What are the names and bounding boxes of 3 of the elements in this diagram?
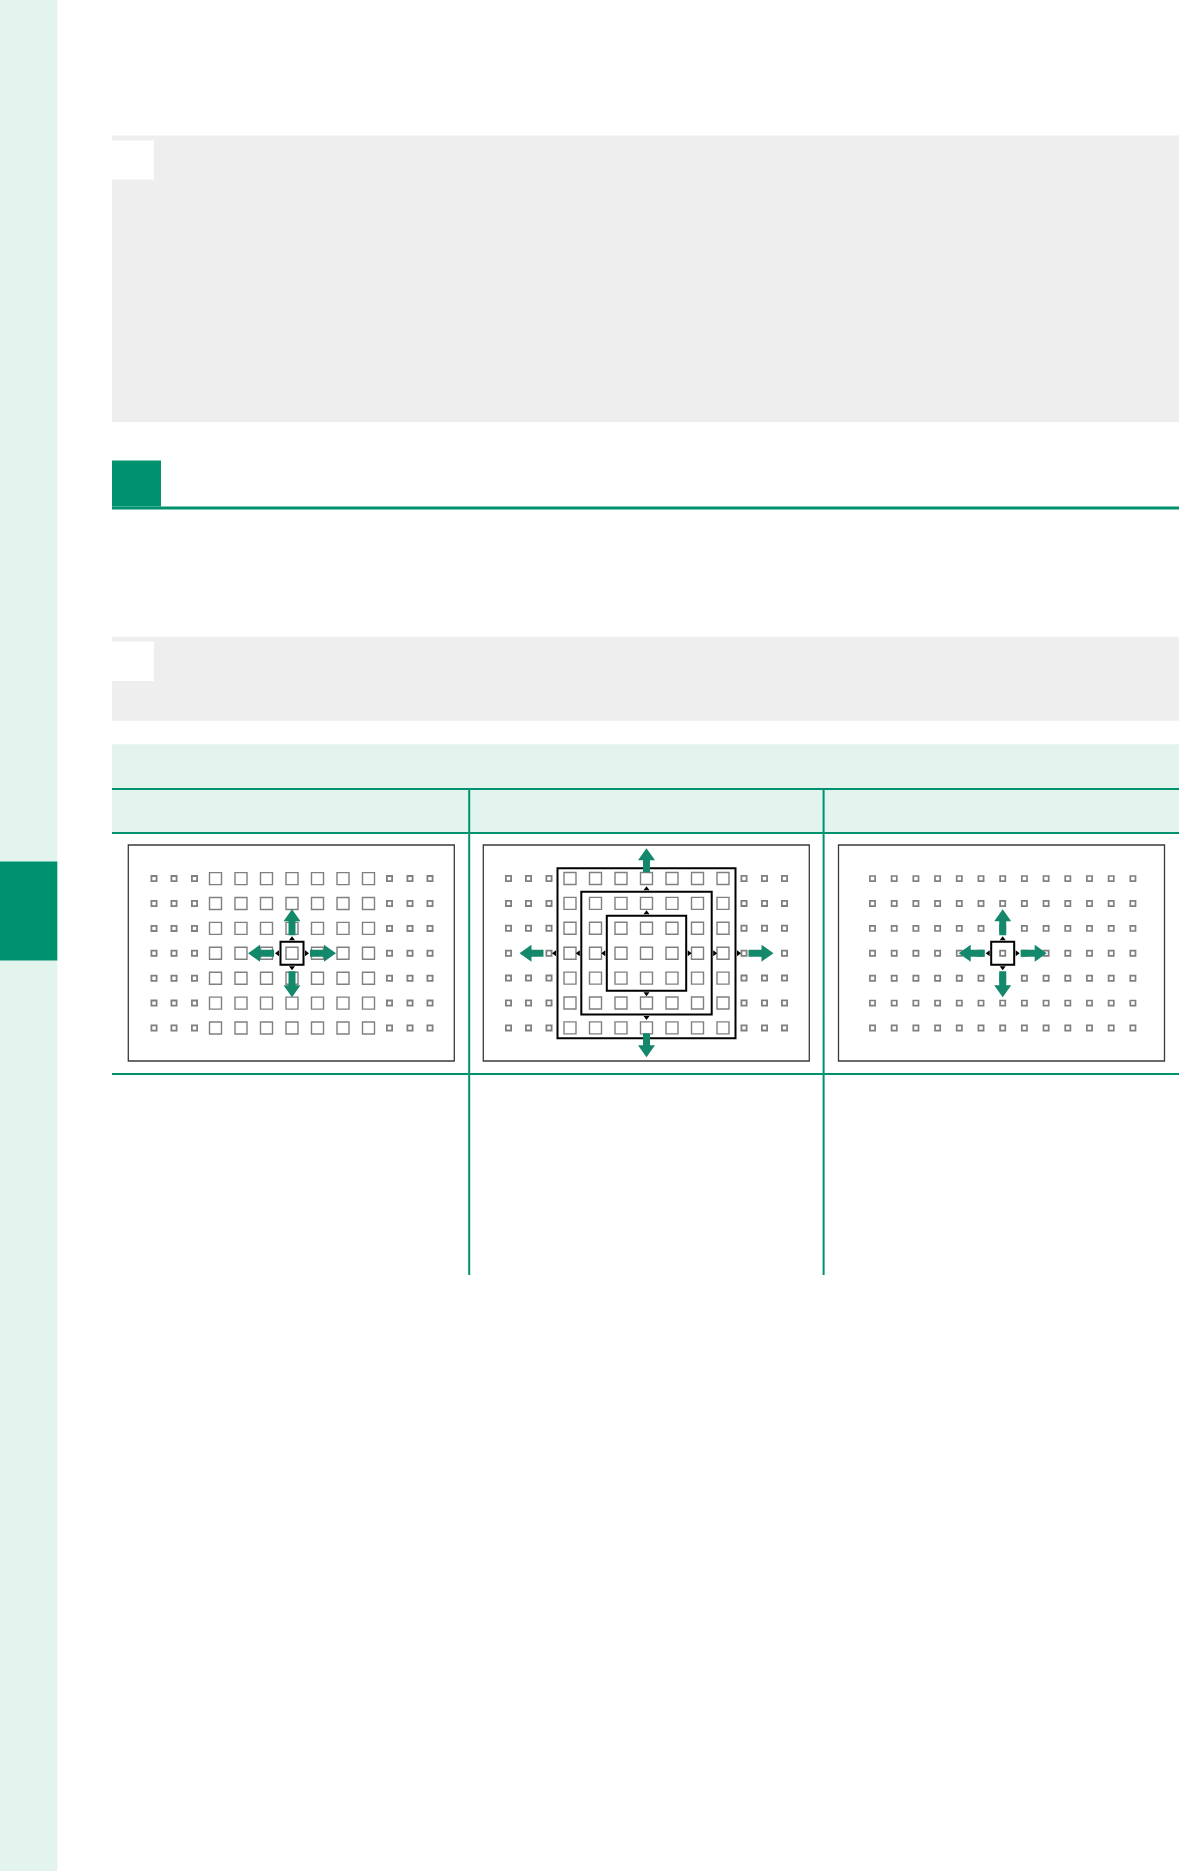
focus-point-grid bbox=[837, 844, 1166, 1062]
focus-point-grid bbox=[127, 844, 455, 1062]
focus-point-grid bbox=[482, 844, 810, 1062]
